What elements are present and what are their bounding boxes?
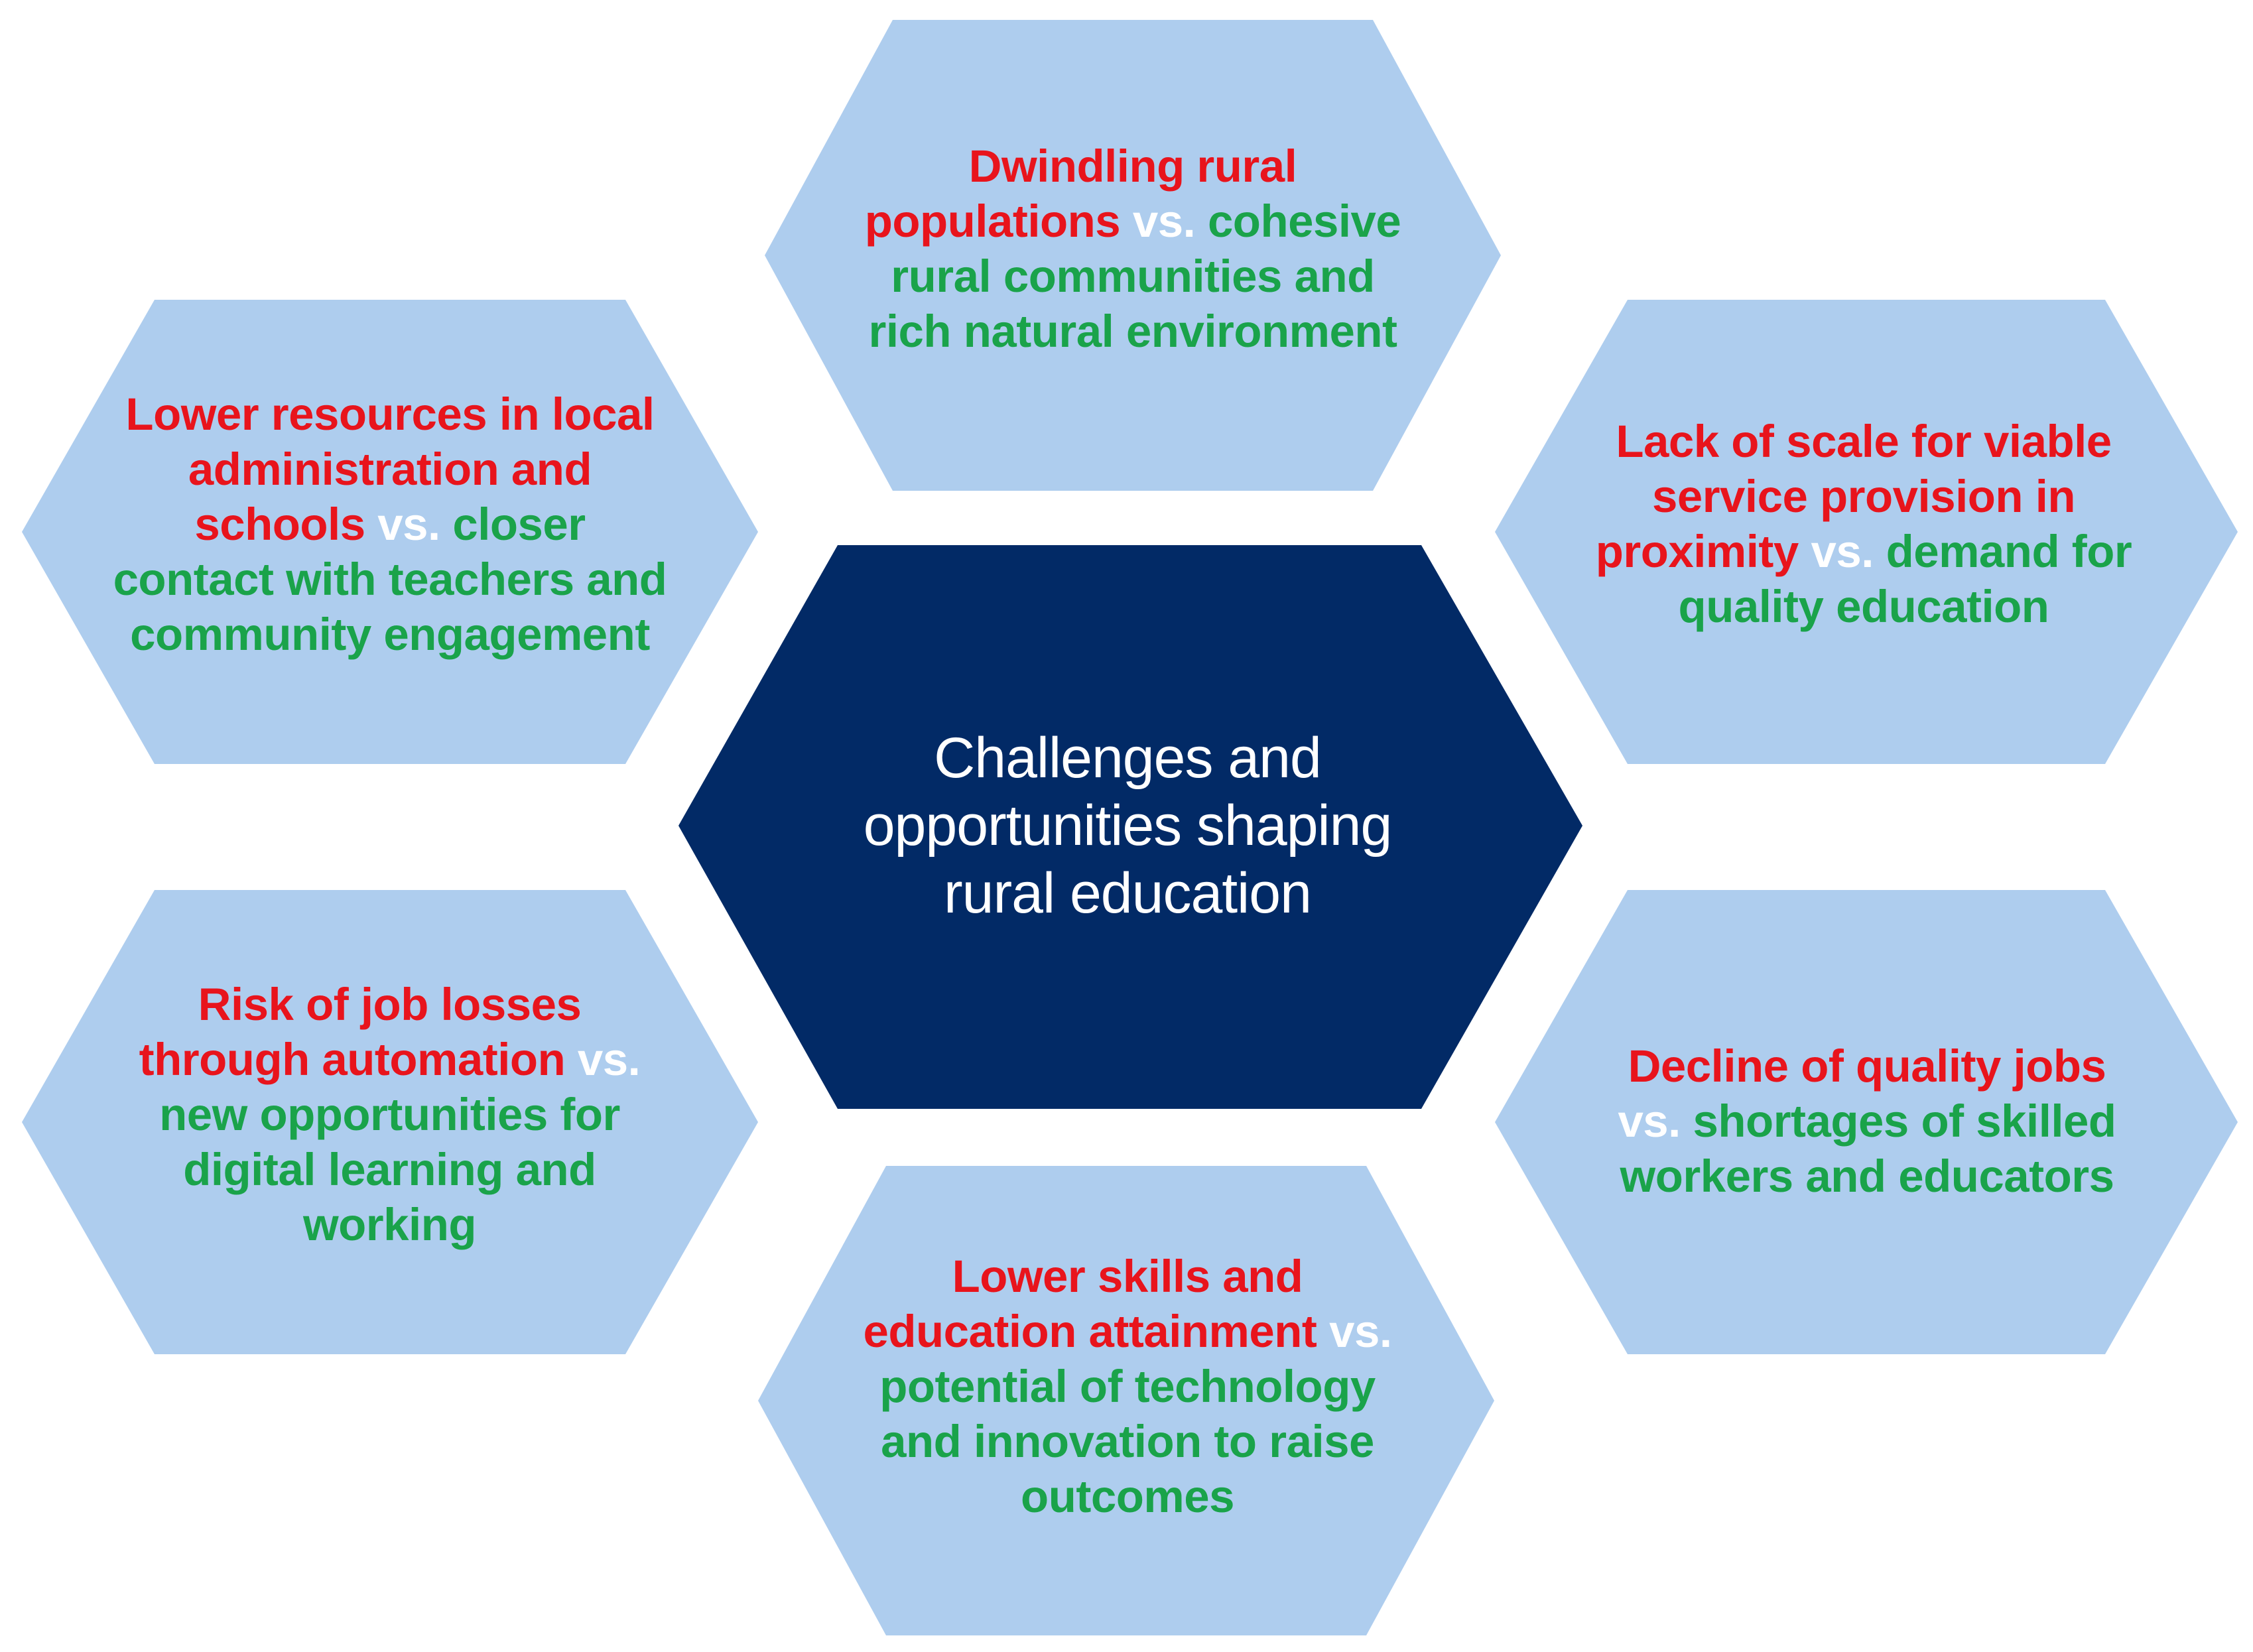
opportunity-text: potential of technology and innovation t… (879, 1360, 1376, 1522)
challenge-text: Dwindling rural populations (864, 141, 1297, 247)
hex-top-shape (765, 20, 1501, 491)
hex-top: Dwindling rural populations vs. cohesive… (856, 119, 1410, 378)
vs-text: vs. (1811, 526, 1874, 577)
hex-bottom-text: Lower skills and education attainment vs… (856, 1249, 1399, 1524)
vs-text: vs. (1618, 1095, 1681, 1147)
hex-upper-left: Lower resources in local administration … (111, 358, 669, 690)
hex-lower-left-text: Risk of job losses through automation vs… (126, 977, 653, 1252)
hex-upper-right-shape (1495, 300, 2238, 764)
vs-text: vs. (577, 1033, 641, 1085)
center-title: Challenges and opportunities shaping rur… (863, 726, 1393, 925)
vs-text: vs. (1329, 1305, 1392, 1357)
challenge-text: Decline of quality jobs (1628, 1040, 2106, 1092)
hex-upper-left-text: Lower resources in local administration … (111, 387, 669, 662)
challenge-text: Risk of job losses through automation (139, 978, 582, 1085)
hex-lower-right: Decline of quality jobs vs. shortages of… (1612, 1035, 2122, 1207)
hex-top-text: Dwindling rural populations vs. cohesive… (856, 139, 1410, 359)
hex-lower-right-shape (1495, 890, 2238, 1354)
hex-upper-left-shape (22, 300, 758, 764)
opportunity-text: demand for quality education (1678, 526, 2132, 632)
hex-lower-left: Risk of job losses through automation vs… (126, 975, 653, 1253)
opportunity-text: new opportunities for digital learning a… (159, 1088, 620, 1250)
hex-lower-left-shape (22, 890, 758, 1354)
opportunity-text: shortages of skilled workers and educato… (1620, 1095, 2117, 1202)
hex-upper-right: Lack of scale for viable service provisi… (1592, 411, 2136, 637)
opportunity-text: closer contact with teachers and communi… (113, 498, 667, 660)
challenge-text: Lack of scale for viable service provisi… (1595, 416, 2112, 577)
vs-text: vs. (377, 498, 440, 550)
vs-text: vs. (1132, 196, 1196, 247)
opportunity-text: cohesive rural communities and rich natu… (868, 196, 1401, 357)
hex-center-shape (678, 545, 1582, 1109)
challenge-text: Lower skills and education attainment (863, 1250, 1317, 1357)
challenge-text: Lower resources in local administration … (125, 388, 655, 550)
hex-upper-right-text: Lack of scale for viable service provisi… (1592, 414, 2136, 634)
hex-center: Challenges and opportunities shaping rur… (803, 710, 1452, 942)
hex-bottom: Lower skills and education attainment vs… (856, 1247, 1399, 1525)
hex-lower-right-text: Decline of quality jobs vs. shortages of… (1612, 1039, 2122, 1204)
hex-bottom-shape (758, 1166, 1494, 1635)
